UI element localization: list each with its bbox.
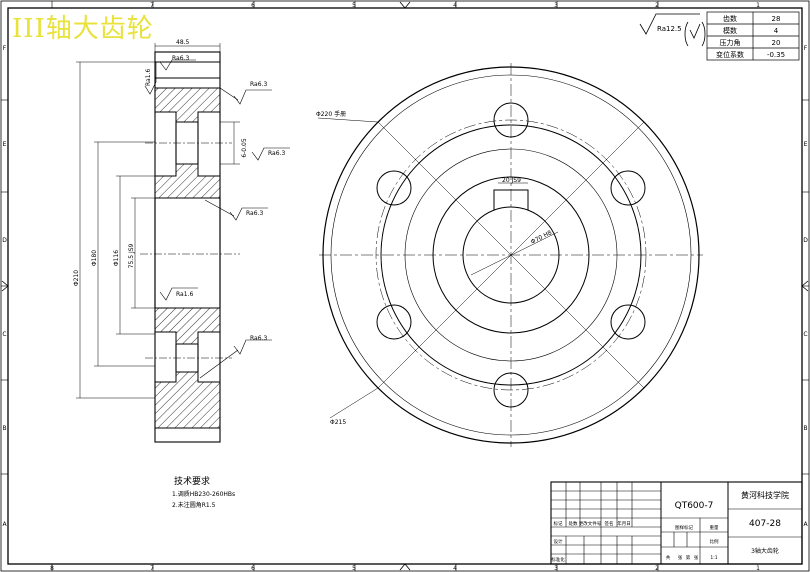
svg-text:Ra6.3: Ra6.3 bbox=[250, 81, 267, 88]
part-name: 3轴大齿轮 bbox=[751, 547, 779, 555]
svg-text:Φ210: Φ210 bbox=[73, 270, 80, 286]
svg-text:E: E bbox=[3, 141, 7, 148]
svg-text:更改文件号: 更改文件号 bbox=[579, 520, 602, 527]
svg-text:7: 7 bbox=[150, 2, 154, 9]
svg-text:重量: 重量 bbox=[710, 524, 719, 531]
frame-zone-letters: F E D C B A F E D C B A bbox=[2, 45, 808, 528]
svg-text:1: 1 bbox=[756, 2, 760, 9]
svg-text:C: C bbox=[2, 331, 6, 338]
svg-text:D: D bbox=[2, 237, 7, 244]
svg-text:B: B bbox=[803, 425, 807, 432]
svg-text:图样标记: 图样标记 bbox=[675, 524, 693, 531]
svg-text:3: 3 bbox=[554, 565, 558, 572]
svg-text:Ra1.6: Ra1.6 bbox=[176, 291, 193, 298]
svg-text:年月日: 年月日 bbox=[617, 520, 631, 527]
svg-text:张: 张 bbox=[678, 554, 683, 561]
svg-text:Ra6.3: Ra6.3 bbox=[268, 150, 285, 157]
svg-text:签名: 签名 bbox=[605, 520, 614, 527]
svg-text:5: 5 bbox=[352, 2, 356, 9]
param-label: 变位系数 bbox=[716, 50, 744, 59]
svg-text:Φ220 手册: Φ220 手册 bbox=[316, 110, 346, 118]
note-item: 2.未注圆角R1.5 bbox=[172, 501, 216, 509]
drawing-number: 407-28 bbox=[749, 519, 781, 529]
svg-text:Φ180: Φ180 bbox=[91, 250, 98, 266]
svg-text:Ra1.6: Ra1.6 bbox=[145, 69, 152, 86]
notes-heading: 技术要求 bbox=[174, 475, 210, 487]
frame-zone-numbers: 7 6 5 4 3 2 1 8 7 6 5 4 3 2 1 bbox=[50, 2, 760, 572]
svg-text:比例: 比例 bbox=[710, 538, 719, 545]
svg-text:Φ70 H8: Φ70 H8 bbox=[530, 229, 553, 246]
note-item: 1.调质HB230-260HBs bbox=[172, 490, 235, 498]
svg-text:第: 第 bbox=[686, 554, 691, 561]
param-value: 4 bbox=[774, 27, 779, 35]
param-label: 压力角 bbox=[720, 38, 741, 47]
svg-text:1:1: 1:1 bbox=[710, 555, 717, 561]
svg-text:D: D bbox=[803, 237, 808, 244]
svg-text:6: 6 bbox=[251, 2, 255, 9]
svg-text:6-0.05: 6-0.05 bbox=[241, 138, 248, 158]
svg-text:A: A bbox=[803, 521, 808, 528]
svg-text:2: 2 bbox=[655, 2, 659, 9]
param-label: 齿数 bbox=[723, 14, 737, 23]
svg-text:4: 4 bbox=[453, 565, 457, 572]
svg-text:1: 1 bbox=[756, 565, 760, 572]
svg-text:标记: 标记 bbox=[554, 520, 563, 527]
svg-text:C: C bbox=[803, 331, 807, 338]
svg-text:A: A bbox=[2, 521, 7, 528]
svg-text:F: F bbox=[3, 45, 7, 52]
svg-text:2: 2 bbox=[655, 565, 659, 572]
svg-text:B: B bbox=[2, 425, 6, 432]
svg-text:6: 6 bbox=[251, 565, 255, 572]
svg-text:8: 8 bbox=[50, 565, 54, 572]
gear-front-view: 20 JS9 Φ70 H8 Φ220 手册 Φ215 bbox=[316, 63, 703, 447]
gear-parameter-table: 齿数 28 模数 4 压力角 20 变位系数 -0.35 bbox=[706, 11, 800, 61]
param-value: -0.35 bbox=[767, 51, 785, 59]
school-label: 黄河科技学院 bbox=[741, 490, 789, 500]
gear-section-view: 48.5 Φ210 Φ180 Φ116 75.5 JS9 6-0.05 Ra6.… bbox=[73, 39, 290, 443]
svg-text:Φ116: Φ116 bbox=[113, 250, 120, 266]
svg-text:3: 3 bbox=[554, 2, 558, 9]
svg-text:F: F bbox=[804, 45, 808, 52]
svg-text:7: 7 bbox=[150, 565, 154, 572]
param-value: 20 bbox=[772, 39, 781, 47]
param-value: 28 bbox=[772, 15, 781, 23]
material-label: QT600-7 bbox=[675, 501, 714, 511]
svg-text:Ra6.3: Ra6.3 bbox=[172, 55, 189, 62]
svg-text:75.5 JS9: 75.5 JS9 bbox=[128, 243, 135, 268]
title-block: 标记 处数 更改文件号 签名 年月日 设计 标准化 图样标记 重量 比例 1:1… bbox=[550, 481, 803, 565]
svg-text:48.5: 48.5 bbox=[176, 39, 190, 46]
svg-text:5: 5 bbox=[352, 565, 356, 572]
svg-text:E: E bbox=[804, 141, 808, 148]
svg-text:Φ215: Φ215 bbox=[330, 419, 346, 426]
svg-text:20 JS9: 20 JS9 bbox=[502, 177, 521, 184]
svg-text:Ra6.3: Ra6.3 bbox=[246, 210, 263, 217]
svg-text:4: 4 bbox=[453, 2, 457, 9]
svg-text:标准化: 标准化 bbox=[551, 556, 565, 563]
param-label: 模数 bbox=[723, 26, 737, 35]
svg-text:Ra6.3: Ra6.3 bbox=[250, 335, 267, 342]
technical-notes: 技术要求 1.调质HB230-260HBs 2.未注圆角R1.5 bbox=[172, 475, 235, 509]
svg-text:张: 张 bbox=[694, 554, 699, 561]
general-roughness-symbol: Ra12.5 bbox=[639, 13, 706, 47]
svg-text:设计: 设计 bbox=[554, 538, 563, 545]
svg-text:Ra12.5: Ra12.5 bbox=[657, 25, 682, 33]
svg-text:处数: 处数 bbox=[569, 520, 578, 527]
drawing-title: III轴大齿轮 bbox=[12, 14, 154, 44]
svg-text:共: 共 bbox=[666, 554, 671, 561]
